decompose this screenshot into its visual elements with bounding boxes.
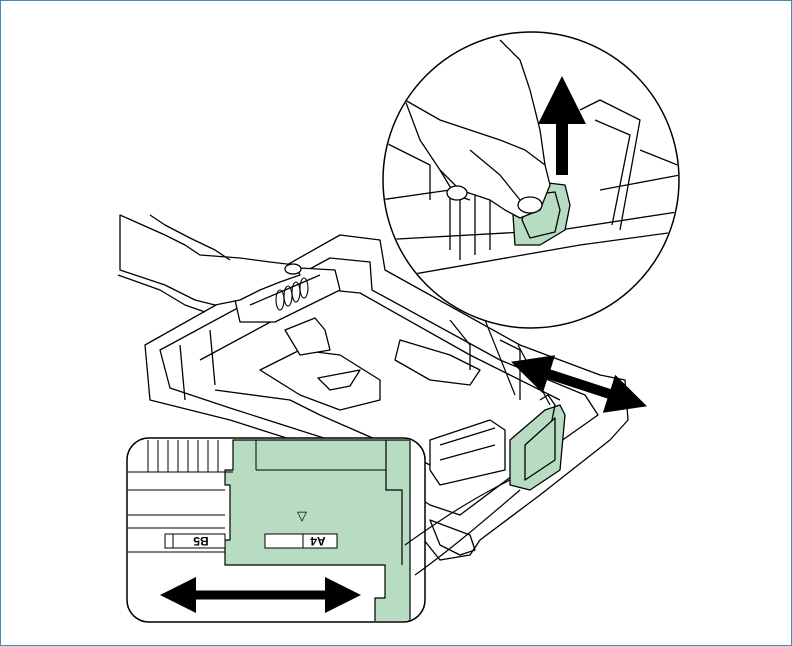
lever-inset — [382, 31, 680, 329]
paper-tray — [144, 234, 629, 561]
diagonal-double-arrow — [510, 355, 648, 413]
hand-holding-tray — [117, 214, 302, 313]
pointer-triangle-icon: ▽ — [297, 509, 307, 524]
paper-guide-inset: B5 A4 ▽ — [126, 437, 426, 623]
b5-label: B5 — [193, 534, 209, 548]
a4-label: A4 — [310, 534, 326, 548]
